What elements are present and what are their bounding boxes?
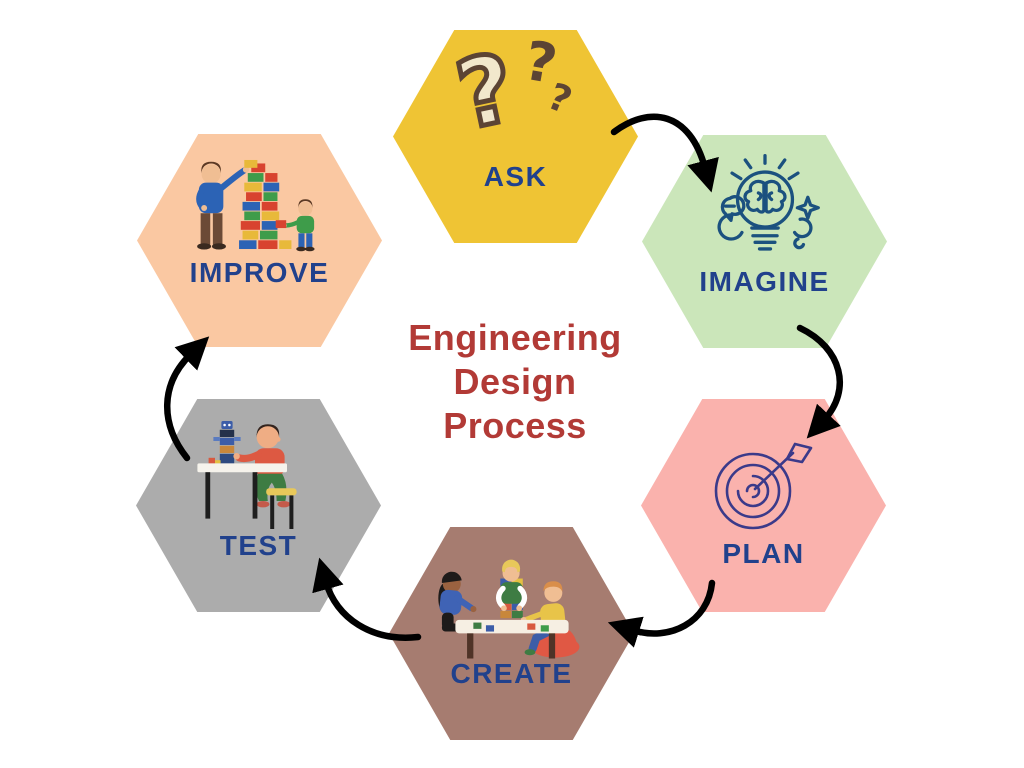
boy-helping	[275, 199, 315, 252]
children-building-blocks-illustration	[389, 539, 634, 663]
table	[454, 619, 569, 659]
step-improve-hexagon: IMPROVE	[137, 134, 382, 347]
question-marks-icon: ? ? ?	[393, 30, 638, 156]
step-plan-hexagon: PLAN	[641, 399, 886, 612]
step-ask-label: ASK	[483, 161, 548, 192]
table	[196, 463, 287, 519]
page-title: Engineering Design Process	[408, 317, 622, 446]
adult-child-brick-tower-illustration	[137, 146, 382, 256]
step-create-hexagon: CREATE	[389, 527, 634, 740]
step-imagine-hexagon: IMAGINE	[642, 135, 887, 348]
robot-tower	[208, 421, 241, 464]
target-dart-icon	[641, 431, 886, 537]
lightbulb-brain-icon	[642, 149, 887, 261]
step-plan-label: PLAN	[722, 538, 805, 569]
step-test-label: TEST	[219, 530, 298, 561]
stool	[265, 488, 297, 529]
step-improve-label: IMPROVE	[189, 257, 330, 288]
step-test-hexagon: TEST	[136, 399, 381, 612]
brick-tower	[238, 163, 291, 250]
step-create-label: CREATE	[450, 658, 573, 689]
man-building	[195, 159, 257, 250]
child-testing-tower-illustration	[136, 405, 381, 533]
question-mark-large: ?	[445, 31, 526, 154]
step-imagine-label: IMAGINE	[699, 266, 830, 297]
boy-standing	[495, 559, 527, 612]
step-ask-hexagon: ? ? ? ASK	[393, 30, 638, 243]
